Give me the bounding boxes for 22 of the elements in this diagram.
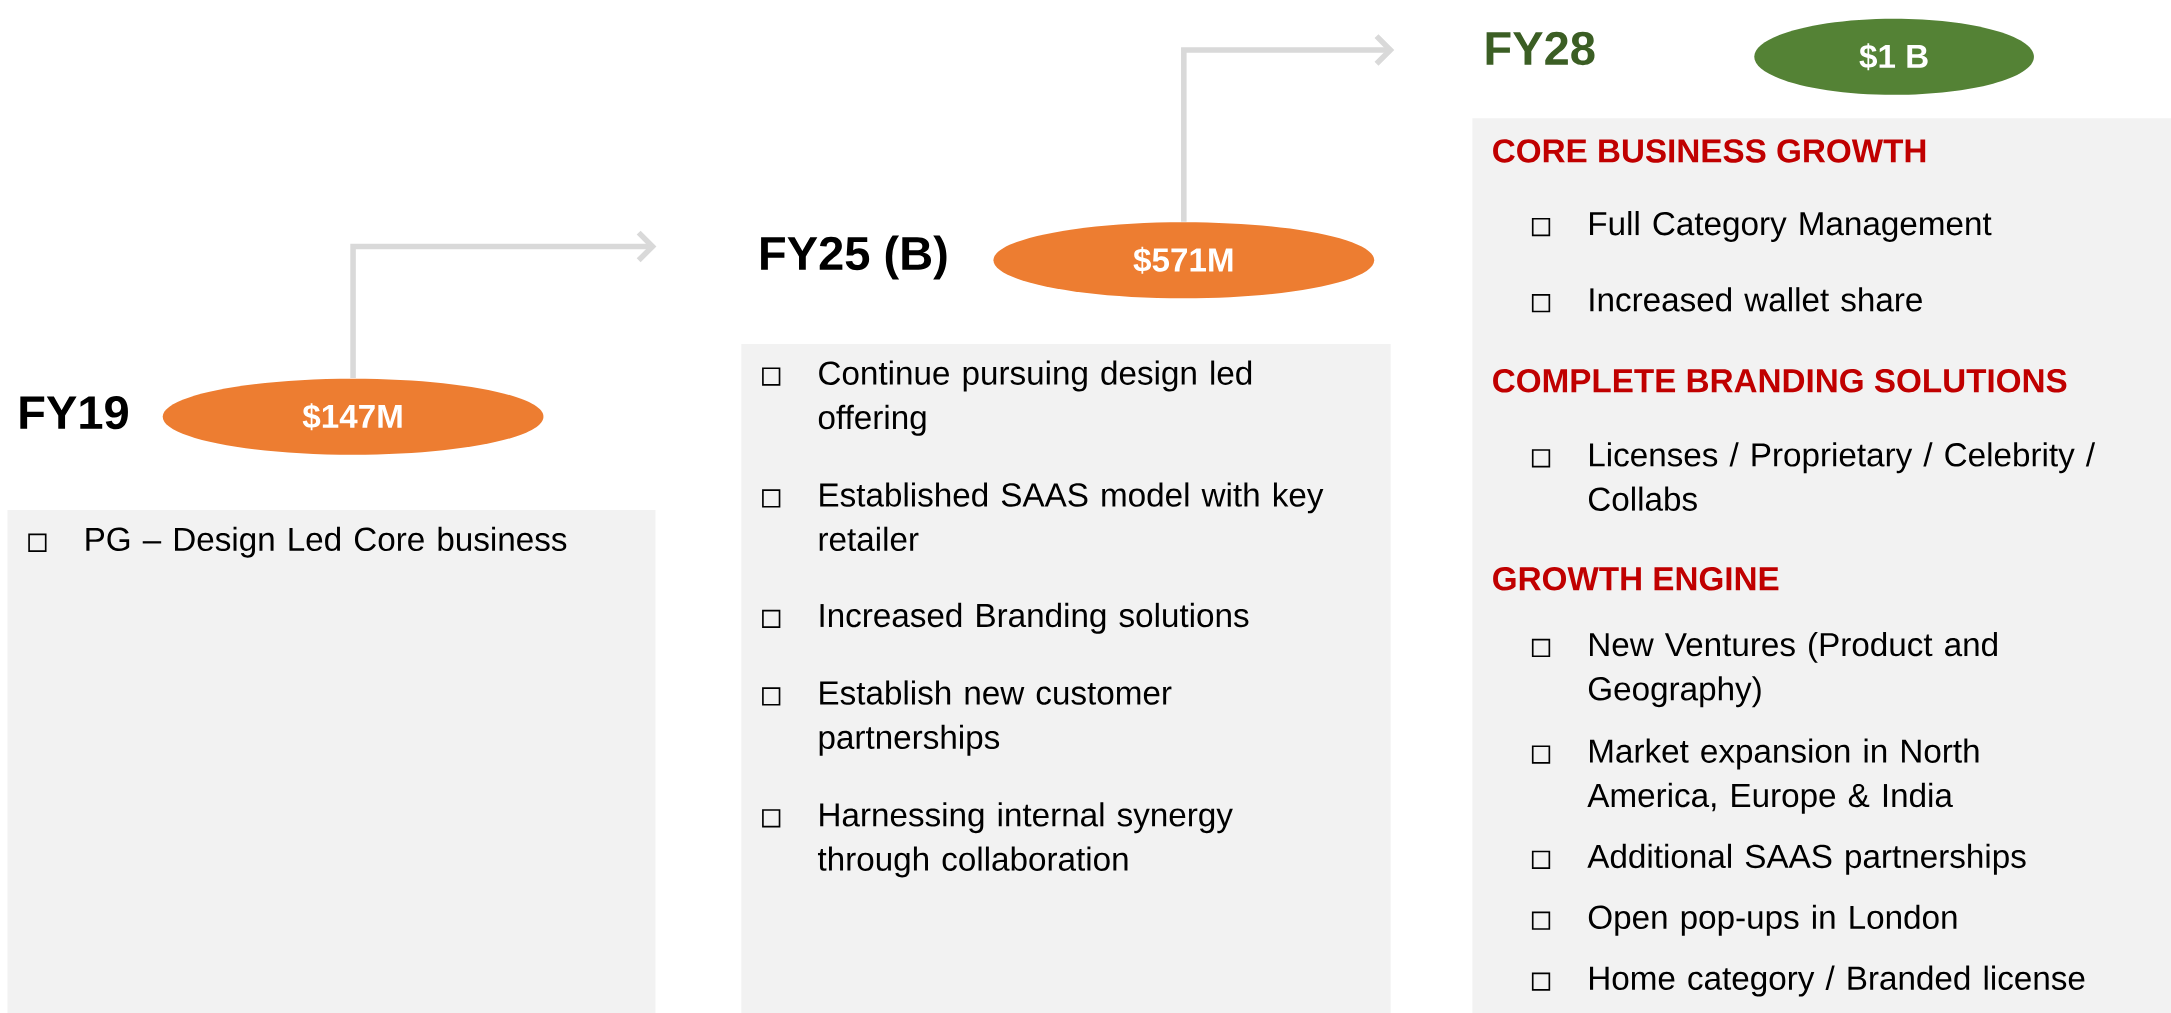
year-label: FY28: [1486, 31, 1595, 65]
bullet-text: Increased wallet share: [1590, 286, 1922, 312]
bullet-text: Market expansion in North America, Europe & India: [1587, 738, 1979, 814]
bullet-text: New Ventures (Product and Geography): [1588, 631, 1997, 707]
year-label: FY25 (B): [761, 235, 947, 280]
bullet-text: Harnessing internal synergy through collaboration: [818, 802, 1233, 878]
bullet-text: Established SAAS model with key retailer: [819, 482, 1324, 551]
bullet-text: Continue pursuing design led offering: [818, 360, 1252, 436]
bullet-text: Additional SAAS partnerships: [1587, 843, 2026, 875]
bullet-text: PG – Design Led Core business: [86, 526, 567, 558]
section-heading: CORE BUSINESS GROWTH: [1493, 138, 1926, 163]
bullet-text: Establish new customer partnerships: [819, 680, 1172, 756]
arrow: [1181, 33, 1395, 222]
arrow: [350, 230, 657, 378]
section-heading: COMPLETE BRANDING SOLUTIONS: [1493, 368, 2067, 393]
bullet-text: Full Category Management: [1590, 210, 1992, 242]
bullet-text: Home category / Branded license: [1590, 965, 2085, 997]
bullet-text: Increased Branding solutions: [820, 602, 1249, 634]
year-label: FY19: [20, 395, 128, 430]
bullet-text: Open pop-ups in London: [1588, 904, 1957, 936]
section-heading: GROWTH ENGINE: [1493, 566, 1779, 591]
bullet-text: Licenses / Proprietary / Celebrity / Collabs: [1589, 442, 2096, 511]
